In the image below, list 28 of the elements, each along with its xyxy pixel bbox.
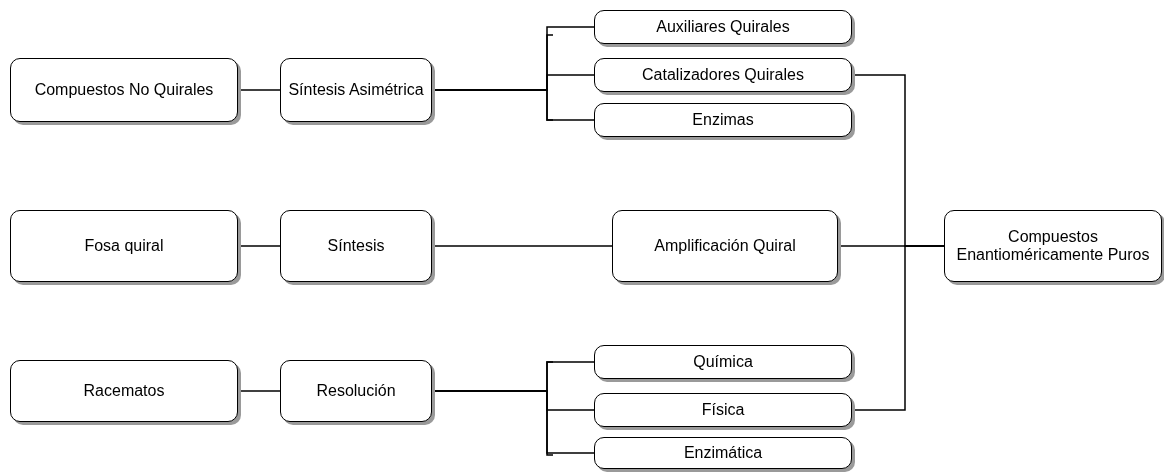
box-label: Química — [693, 352, 753, 372]
box-label: Amplificación Quiral — [654, 236, 796, 256]
box-label: Síntesis Asimétrica — [288, 80, 424, 100]
process-box — [280, 58, 432, 122]
box-label: Compuestos Enantioméricamente Puros — [955, 227, 1151, 265]
process-box — [594, 58, 852, 92]
box-label: Enzimática — [683, 443, 763, 463]
process-box — [612, 210, 838, 282]
process-box — [10, 360, 238, 422]
process-box — [594, 345, 852, 379]
box-label: Resolución — [316, 381, 396, 401]
box-label: Fosa quiral — [84, 236, 164, 256]
box-label: Física — [701, 400, 745, 420]
process-box — [280, 210, 432, 282]
process-box — [10, 210, 238, 282]
process-box — [594, 103, 852, 137]
box-label: Catalizadores Quirales — [642, 65, 804, 85]
process-box — [594, 10, 852, 44]
box-label: Racematos — [83, 381, 165, 401]
process-box — [944, 210, 1162, 282]
process-box — [10, 58, 238, 122]
box-label: Enzimas — [692, 110, 754, 130]
process-box — [594, 393, 852, 427]
process-box — [594, 437, 852, 469]
box-label: Compuestos No Quirales — [34, 80, 214, 100]
process-box — [280, 360, 432, 422]
box-label: Auxiliares Quirales — [656, 17, 790, 37]
box-label: Síntesis — [327, 236, 385, 256]
